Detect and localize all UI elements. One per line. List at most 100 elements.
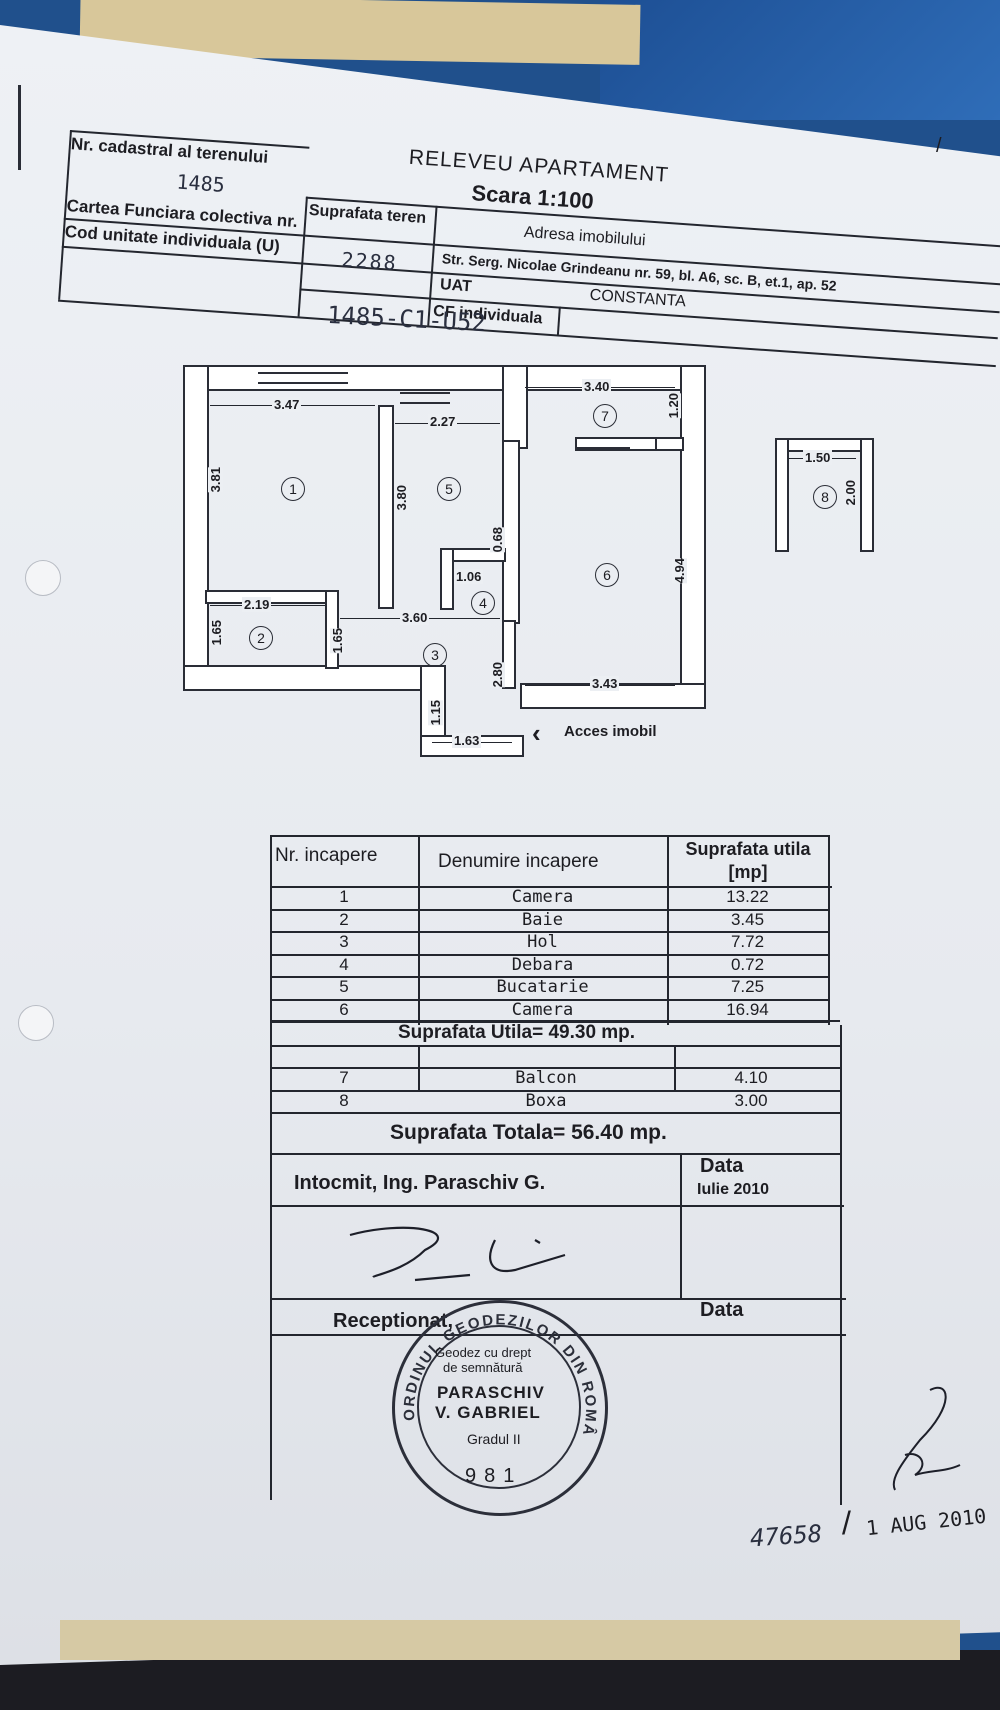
- surface-value: 2288: [340, 247, 399, 276]
- dimension-label: 1.65: [330, 628, 345, 654]
- cadastral-value: 1485: [175, 169, 226, 197]
- dimension-label: 3.43: [590, 676, 620, 691]
- room-number: 3: [423, 643, 447, 667]
- stamp-number: 981: [465, 1465, 523, 1487]
- dimension-label: 3.60: [400, 610, 430, 625]
- window: [258, 372, 348, 384]
- wall-interior: [440, 548, 454, 610]
- dimension-label: 3.80: [394, 485, 409, 511]
- table-cell-name: Baie: [522, 909, 563, 930]
- stamp-line1: Geodez cu drept: [435, 1345, 532, 1360]
- table-border: [270, 1153, 842, 1155]
- table-cell-nr: 4: [339, 954, 349, 974]
- table-border: [270, 931, 830, 933]
- col-header-name: Denumire incapere: [438, 851, 599, 872]
- storage-box-wall: [775, 438, 789, 552]
- date-value: Iulie 2010: [697, 1181, 770, 1198]
- table-cell-area: 3.00: [734, 1090, 768, 1110]
- wall-outer: [502, 365, 528, 449]
- stamp-ring-text: ORDINUL GEODEZILOR DIN ROMÂNIA: [395, 1303, 597, 1439]
- table-border: [828, 835, 830, 1025]
- dimension-label: 2.80: [490, 662, 505, 688]
- signature-received: [892, 1387, 961, 1491]
- table-cell-nr: 5: [339, 977, 349, 996]
- room-number: 6: [595, 563, 619, 587]
- stamp-line3: PARASCHIV: [437, 1383, 545, 1402]
- table-border: [270, 1112, 840, 1114]
- dimension-label: 1.06: [454, 569, 484, 584]
- registration-number: 47658: [749, 1519, 824, 1553]
- room-number: 8: [813, 485, 837, 509]
- wall-interior: [655, 437, 684, 451]
- table-cell-area: 0.72: [730, 954, 765, 974]
- stamp-line4: V. GABRIEL: [435, 1403, 541, 1422]
- table-cell-nr: 6: [339, 999, 349, 1019]
- room-number: 5: [437, 477, 461, 501]
- table-cell-area: 3.45: [730, 909, 765, 929]
- address-label: Adresa imobilului: [523, 223, 647, 250]
- table-cell-nr: 2: [339, 909, 349, 929]
- table-border: [270, 1205, 844, 1207]
- dimension-label: 1.50: [803, 450, 833, 465]
- dimension-label: 3.81: [208, 467, 223, 493]
- grand-total: Suprafata Totala= 56.40 mp.: [390, 1121, 667, 1144]
- stamp-line2: de semnătură: [443, 1360, 523, 1375]
- stamp-inner-ring: [417, 1325, 581, 1489]
- date-label-2: Data: [700, 1299, 744, 1321]
- room-number: 1: [281, 477, 305, 501]
- table-border: [270, 953, 830, 956]
- table-cell-name: Camera: [511, 887, 574, 907]
- storage-box-wall: [860, 438, 874, 552]
- table-border: [270, 835, 272, 1500]
- dimension-label: 1.15: [428, 700, 443, 726]
- table-border: [270, 976, 830, 978]
- table-cell-area: 7.72: [730, 932, 765, 951]
- dimension-label: 0.68: [490, 527, 505, 553]
- table-border: [680, 1153, 682, 1298]
- table-border: [270, 886, 832, 888]
- window: [400, 392, 450, 404]
- table-border: [667, 835, 669, 1025]
- uat-label: UAT: [439, 276, 473, 296]
- page-mark: /: [936, 135, 942, 157]
- binder-mark: [18, 85, 21, 170]
- wall-interior: [502, 620, 516, 689]
- registration-slash-icon: /: [842, 1505, 851, 1541]
- table-cell-name: Boxa: [525, 1090, 567, 1111]
- wall-outer: [680, 365, 706, 709]
- table-cell-name: Balcon: [515, 1068, 577, 1088]
- signature-prepared: [349, 1226, 566, 1282]
- background-blue-folder: [600, 0, 1000, 120]
- table-border: [270, 1045, 840, 1047]
- table-cell-area: 13.22: [726, 887, 769, 906]
- table-cell-area: 4.10: [734, 1068, 768, 1087]
- col-header-nr: Nr. incapere: [275, 845, 378, 866]
- table-border: [270, 1298, 846, 1300]
- table-border: [270, 1089, 840, 1092]
- table-cell-name: Bucatarie: [496, 977, 589, 997]
- dimension-label: 2.00: [843, 480, 858, 506]
- table-border: [840, 1025, 842, 1505]
- table-border: [270, 1067, 840, 1069]
- access-arrow-icon: ‹: [532, 718, 541, 748]
- table-border: [270, 835, 830, 837]
- dimension-label: 2.27: [428, 414, 458, 429]
- window: [575, 437, 630, 449]
- table-cell-name: Debara: [511, 954, 574, 975]
- room-number: 7: [593, 404, 617, 428]
- table-cell-nr: 7: [339, 1068, 349, 1087]
- dimension-label: 1.65: [209, 620, 224, 646]
- table-cell-area: 7.25: [730, 977, 765, 996]
- paper-edge-bottom: [60, 1620, 960, 1660]
- received-label: Receptionat,: [333, 1310, 454, 1332]
- wall-interior: [378, 405, 394, 609]
- dimension-label: 3.47: [272, 397, 302, 412]
- table-cell-nr: 3: [339, 932, 349, 951]
- access-label: Acces imobil: [564, 723, 657, 740]
- background-floor: [0, 1650, 1000, 1710]
- wall-outer: [183, 665, 441, 691]
- wall-outer: [183, 365, 209, 691]
- util-total: Suprafata Utila= 49.30 mp.: [398, 1022, 636, 1043]
- header-line: [297, 196, 308, 317]
- date-label: Data: [700, 1155, 744, 1177]
